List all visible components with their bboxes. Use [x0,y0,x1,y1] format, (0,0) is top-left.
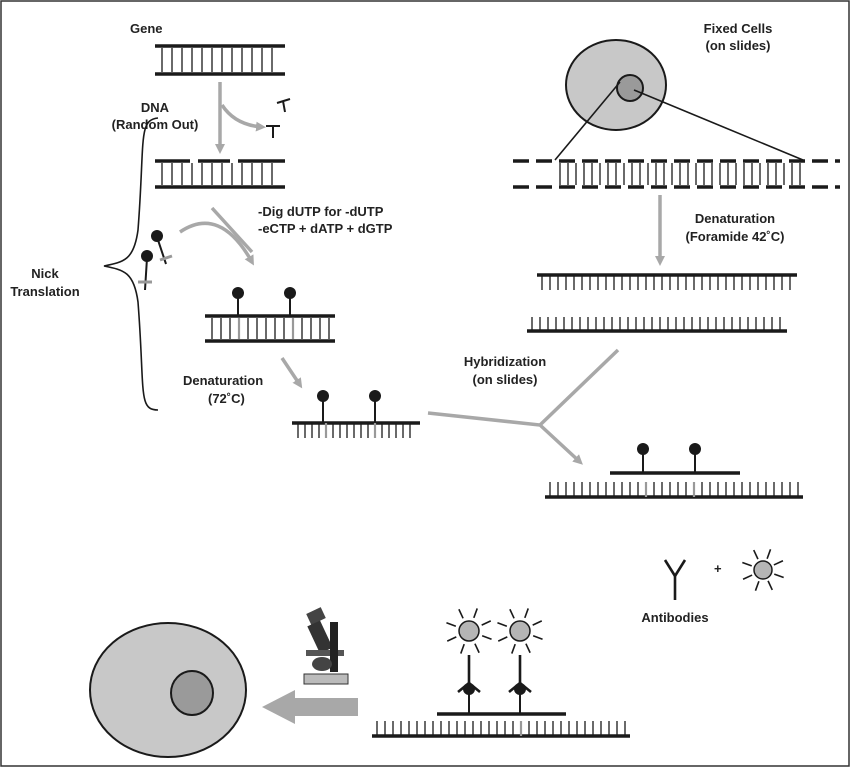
detected-cell [89,622,247,758]
antibodies-label: Antibodies [641,610,708,625]
dig-label-line1: -Dig dUTP for -dUTP [258,204,384,219]
fluor-ray [509,608,515,619]
nick-label-line2: Translation [10,284,79,299]
microscope-icon [303,607,349,685]
denat1-label-line2: (72˚C) [208,391,245,406]
nick-label-line1: Nick [31,266,59,281]
fluor-ray [742,574,753,581]
fluor-ray [497,622,508,627]
fluor-ray [766,549,772,560]
fixed-cells-label-line1: Fixed Cells [704,21,773,36]
dig-labeled-nucleotides [138,230,173,291]
gene-label: Gene [130,21,163,36]
fluor-ray [446,636,457,642]
fluor-ray [773,559,784,566]
denat1-label-line1: Denaturation [183,373,263,388]
fluor-ray [460,643,465,654]
dna-label-line1: DNA [141,100,170,115]
fluor-ray [767,580,774,591]
fluor-ray [473,608,478,619]
nicked-dna [155,159,285,189]
target-chromosomal-dna [513,159,840,189]
arrow-nucleotides-in [179,221,254,266]
fluor-ray [481,635,492,640]
dna-label-line2: (Random Out) [112,117,199,132]
dig-label-line2: -eCTP + dATP + dGTP [258,221,393,236]
fluor-ray [742,561,753,567]
denat2-label-line2: (Foramide 42˚C) [686,229,785,244]
fluor-ray [511,643,516,654]
fluor-ray [754,580,760,591]
fluor-ray [497,636,508,642]
fluor-ray [773,573,784,579]
hybrid-label-line1: Hybridization [464,354,546,369]
fluor-ray [474,643,480,654]
fluorophore-icon [742,549,784,591]
fixed-cells-label-line2: (on slides) [705,38,770,53]
arrow-nicked-to-labeled [210,206,254,254]
fluor-ray [481,620,492,626]
arrow-random-out [220,104,266,132]
detection-complex [372,608,630,738]
nick-translation-brace [103,117,159,411]
fluor-ray [752,549,759,560]
arrow-probe-to-single [280,357,303,389]
fluor-ray [524,608,529,619]
removed-nucleotides [266,98,291,138]
denatured-target-strands [527,273,797,333]
denat2-label-line1: Denaturation [695,211,775,226]
fixed-cell [554,39,804,161]
arrow-target-to-hybrid [538,348,620,427]
fluor-ray [532,620,543,626]
gene-dna-double-strand [155,44,285,76]
labeled-probe-double-strand [205,287,335,343]
fluor-ray [458,608,464,619]
fluor-ray [525,643,531,654]
antibody-icon [663,559,687,600]
single-strand-probe [292,390,420,438]
arrow-probe-to-hybrid [427,411,583,465]
hybrid-label-line2: (on slides) [472,372,537,387]
plus-sign: + [714,561,722,576]
hybridized-product [545,443,803,499]
fluor-ray [446,622,457,627]
arrow-to-detection [262,690,358,724]
fluor-ray [532,635,543,640]
